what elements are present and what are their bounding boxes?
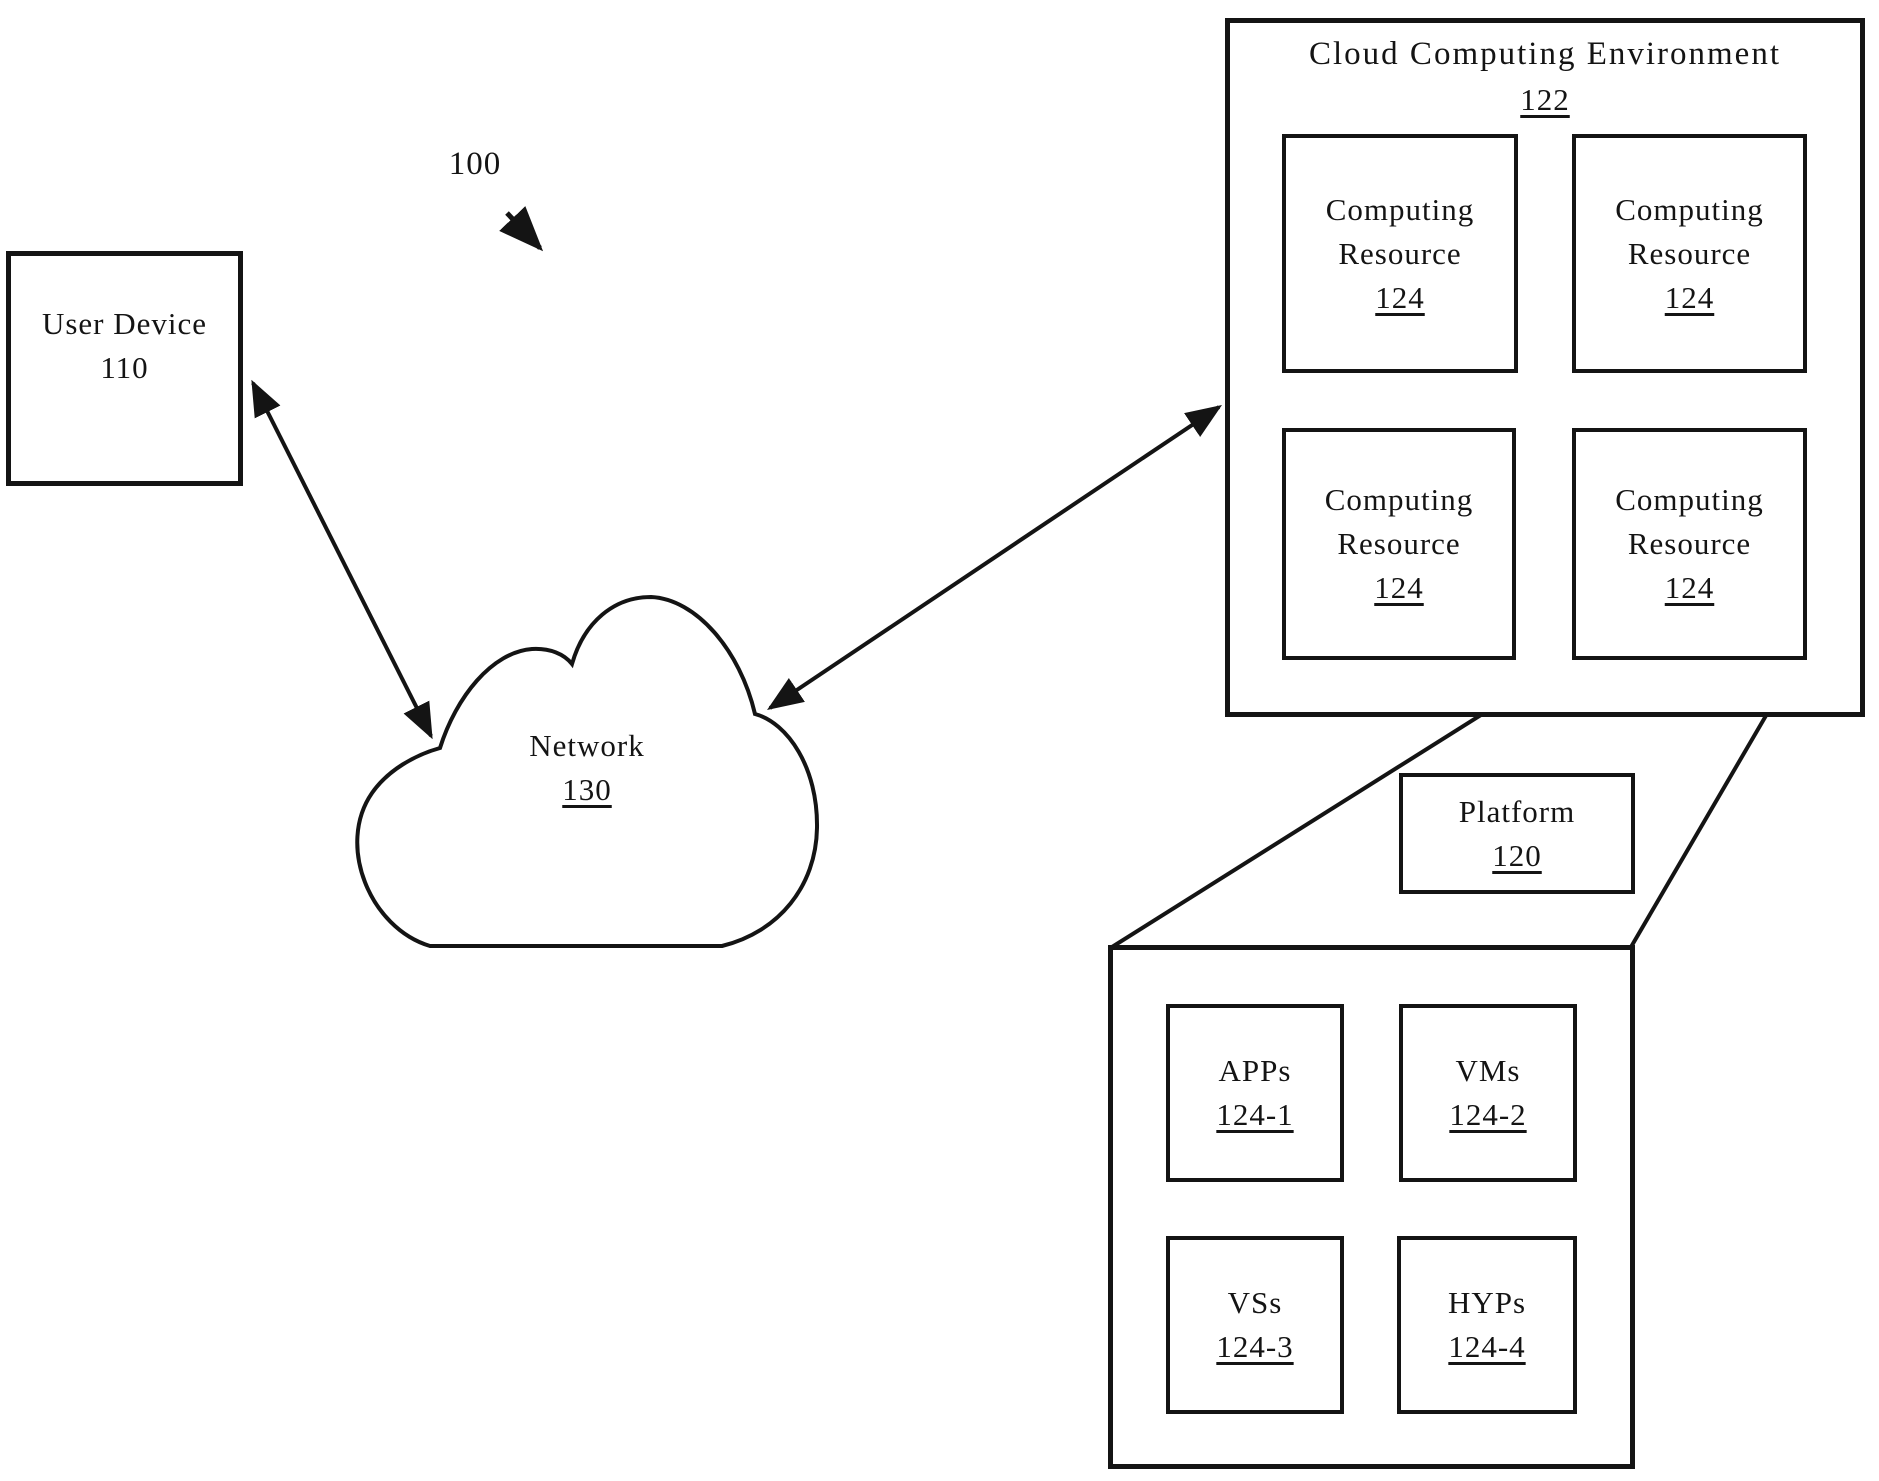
cloud-environment-label: Cloud Computing Environment	[1309, 36, 1781, 72]
user-device-box: User Device 110	[6, 251, 243, 486]
computing-resource-label: Computing Resource	[1324, 482, 1474, 561]
vms-ref: 124-2	[1449, 1097, 1527, 1132]
system-ref-label: 100	[448, 146, 502, 182]
vms-box: VMs 124-2	[1399, 1004, 1577, 1182]
apps-label: APPs	[1218, 1053, 1292, 1088]
network-ref: 130	[562, 772, 612, 807]
vms-label: VMs	[1455, 1053, 1521, 1088]
network-label: Network	[529, 728, 645, 763]
computing-resource-label: Computing Resource	[1615, 191, 1764, 271]
computing-resource-box-2: Computing Resource 124	[1572, 134, 1807, 373]
computing-resource-ref: 124	[1664, 279, 1715, 315]
platform-label: Platform	[1458, 793, 1576, 829]
vss-ref: 124-3	[1216, 1329, 1294, 1364]
computing-resource-ref: 124	[1664, 570, 1715, 605]
platform-box: Platform 120	[1399, 773, 1635, 894]
computing-resource-box-1: Computing Resource 124	[1282, 134, 1518, 373]
arrow-user-device-network	[251, 379, 433, 740]
arrow-network-cloud-environment	[767, 404, 1222, 711]
computing-resource-label: Computing Resource	[1325, 191, 1475, 271]
vss-box: VSs 124-3	[1166, 1236, 1344, 1414]
hyps-box: HYPs 124-4	[1397, 1236, 1577, 1414]
computing-resource-label: Computing Resource	[1615, 482, 1764, 561]
vss-label: VSs	[1227, 1285, 1283, 1320]
network-label-block: Network 130	[457, 724, 717, 812]
platform-ref: 120	[1492, 837, 1542, 873]
computing-resource-ref: 124	[1375, 279, 1425, 315]
computing-resource-box-4: Computing Resource 124	[1572, 428, 1807, 660]
hyps-label: HYPs	[1447, 1285, 1527, 1320]
apps-ref: 124-1	[1216, 1097, 1294, 1132]
user-device-ref: 110	[100, 349, 149, 385]
computing-resource-box-3: Computing Resource 124	[1282, 428, 1516, 660]
cloud-environment-ref: 122	[1520, 82, 1570, 117]
hyps-ref: 124-4	[1448, 1329, 1526, 1364]
apps-box: APPs 124-1	[1166, 1004, 1344, 1182]
system-ref-pointer-arrow	[499, 206, 544, 252]
cloud-environment-title-block: Cloud Computing Environment 122	[1230, 31, 1860, 123]
computing-resource-ref: 124	[1374, 570, 1424, 605]
user-device-label: User Device	[41, 305, 208, 341]
